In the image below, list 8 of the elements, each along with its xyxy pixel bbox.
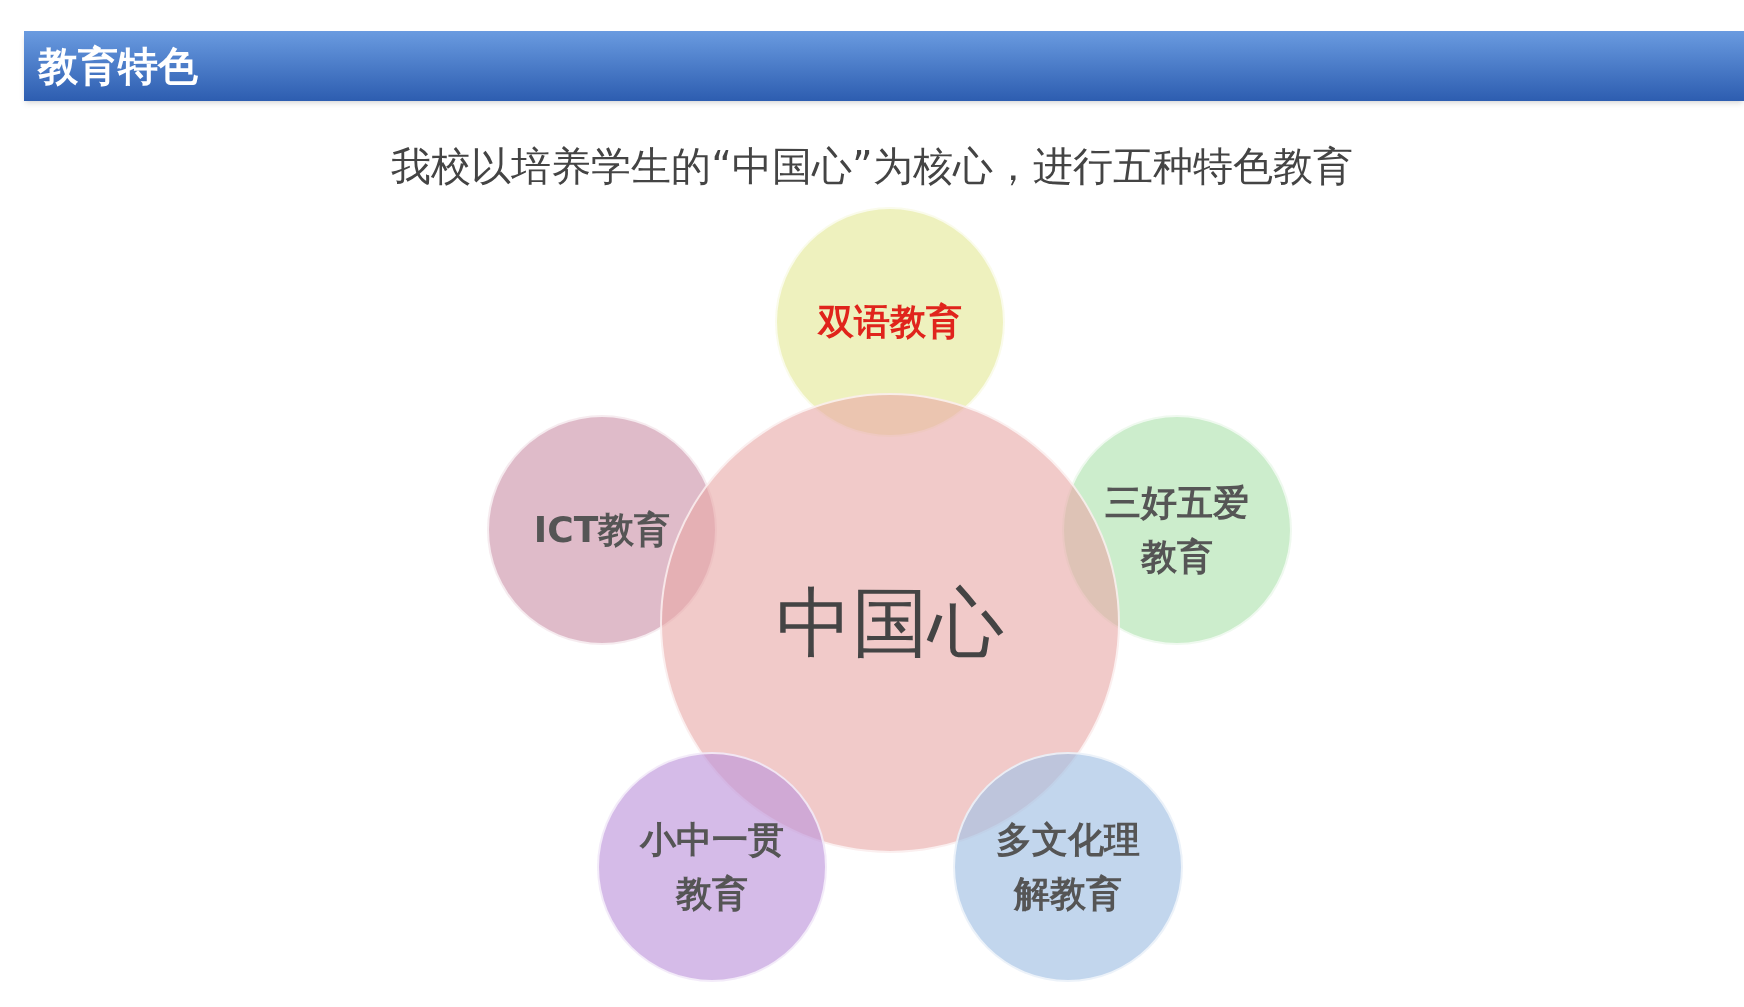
header-title: 教育特色 — [38, 42, 198, 91]
circle-label: ICT教育 — [532, 508, 672, 552]
circle-label: 双语教育 — [816, 300, 963, 344]
circle-label: 中国心 — [775, 577, 1005, 669]
circle-label: 小中一贯教育 — [638, 818, 785, 916]
circle-label: 多文化理解教育 — [995, 818, 1141, 916]
circle-label: 三好五爱教育 — [1104, 481, 1250, 579]
subtitle-text: 我校以培养学生的“中国心”为核心，进行五种特色教育 — [391, 142, 1353, 191]
